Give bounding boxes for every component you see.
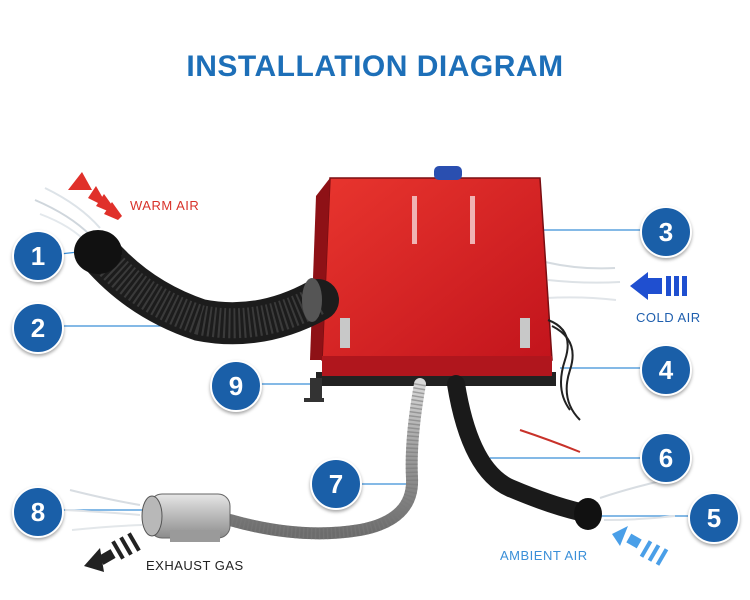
mounting-bracket xyxy=(304,378,324,402)
exhaust-gas-flow xyxy=(64,489,143,531)
wiring-harness xyxy=(519,319,581,453)
cold-air-flow xyxy=(544,261,621,301)
callout-8: 8 xyxy=(12,486,64,538)
cold-air-arrow-icon xyxy=(630,272,687,300)
ambient-air-hose xyxy=(447,375,602,530)
exhaust-gas-label: EXHAUST GAS xyxy=(146,558,244,573)
ambient-air-flow xyxy=(599,479,676,521)
callout-9: 9 xyxy=(210,360,262,412)
callout-3: 3 xyxy=(640,206,692,258)
callout-1: 1 xyxy=(12,230,64,282)
heater-unit xyxy=(310,166,556,386)
exhaust-pipe xyxy=(224,378,426,540)
muffler xyxy=(141,493,231,542)
callout-5: 5 xyxy=(688,492,740,544)
warm-air-arrow-icon xyxy=(68,172,122,220)
callout-7: 7 xyxy=(310,458,362,510)
callout-4: 4 xyxy=(640,344,692,396)
callout-6: 6 xyxy=(640,432,692,484)
diagram-title: INSTALLATION DIAGRAM xyxy=(186,50,564,83)
warm-air-duct xyxy=(74,230,339,345)
warm-air-label: WARM AIR xyxy=(130,198,200,213)
ambient-air-arrow-icon xyxy=(612,526,669,566)
ambient-air-label: AMBIENT AIR xyxy=(500,548,588,563)
exhaust-gas-arrow-icon xyxy=(84,532,141,572)
cold-air-label: COLD AIR xyxy=(636,310,701,325)
callout-2: 2 xyxy=(12,302,64,354)
